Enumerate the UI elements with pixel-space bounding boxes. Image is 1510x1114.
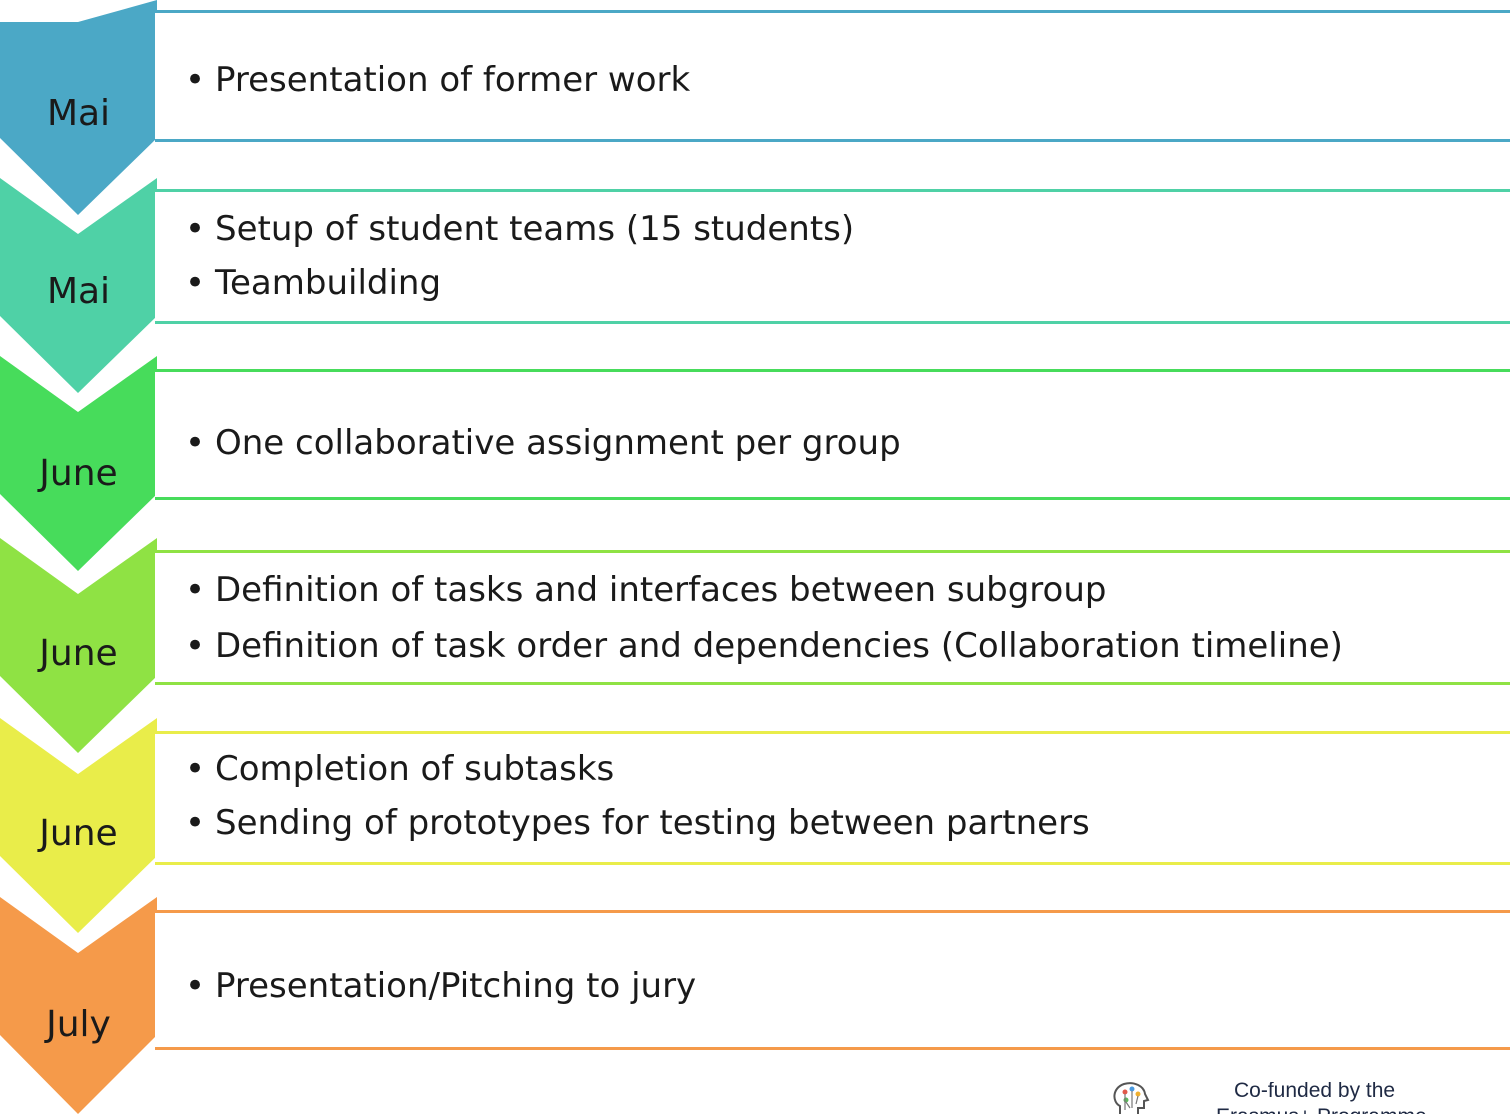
month-label: Mai: [46, 271, 111, 312]
step-5: June •Completion of subtasks •Sending of…: [0, 718, 1510, 933]
month-label: June: [39, 453, 118, 494]
bullet-item: •Presentation of former work: [185, 60, 691, 100]
month-label: July: [46, 1004, 111, 1045]
step-6: July •Presentation/Pitching to jury: [0, 897, 1510, 1114]
bullet-item: •Setup of student teams (15 students): [185, 209, 855, 249]
step-4: June •Definition of tasks and interfaces…: [0, 538, 1510, 753]
step-box: •Presentation of former work: [155, 10, 1510, 142]
funding-line-2: Erasmus+ Programme: [1216, 1104, 1427, 1114]
step-box: •Definition of tasks and interfaces betw…: [155, 550, 1510, 685]
bullet-item: •Definition of tasks and interfaces betw…: [185, 570, 1107, 610]
step-box: •Presentation/Pitching to jury: [155, 910, 1510, 1050]
step-box: •Setup of student teams (15 students) •T…: [155, 189, 1510, 324]
funding-line-1: Co-funded by the: [1234, 1082, 1396, 1102]
head-circuit-icon: [1113, 1082, 1150, 1114]
month-label: June: [39, 633, 118, 674]
chevron-arrow: [0, 0, 157, 215]
chevron-arrow: [0, 538, 157, 753]
step-2: Mai •Setup of student teams (15 students…: [0, 178, 1510, 393]
bullet-item: •Definition of task order and dependenci…: [185, 626, 1343, 666]
chevron-arrow: [0, 178, 157, 393]
month-label: June: [39, 813, 118, 854]
month-label: Mai: [46, 93, 111, 134]
bullet-item: •Presentation/Pitching to jury: [185, 966, 697, 1006]
bullet-item: •Sending of prototypes for testing betwe…: [185, 803, 1090, 843]
chevron-arrow: [0, 897, 157, 1114]
step-box: •One collaborative assignment per group: [155, 369, 1510, 500]
step-1: Mai •Presentation of former work: [0, 0, 1510, 215]
step-box: •Completion of subtasks •Sending of prot…: [155, 731, 1510, 865]
bullet-item: •One collaborative assignment per group: [185, 423, 901, 463]
chevron-arrow: [0, 356, 157, 571]
step-3: June •One collaborative assignment per g…: [0, 356, 1510, 571]
chevron-arrow: [0, 718, 157, 933]
footer-credit: Co-funded by the Erasmus+ Programme: [1108, 1082, 1510, 1114]
bullet-item: •Teambuilding: [185, 263, 442, 303]
bullet-item: •Completion of subtasks: [185, 749, 615, 789]
